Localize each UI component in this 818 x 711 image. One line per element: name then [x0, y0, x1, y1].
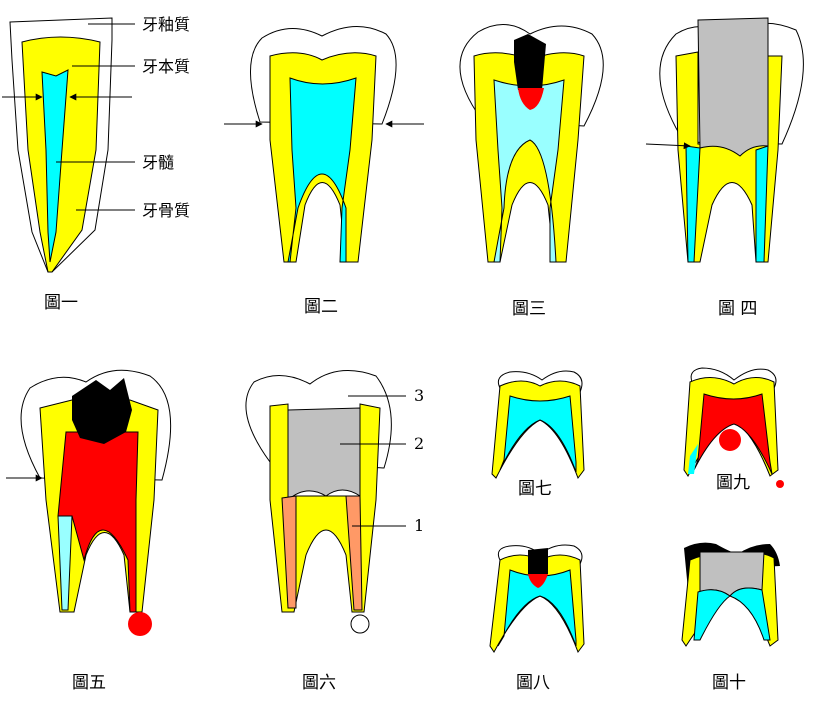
figure-1-tooth [9, 17, 113, 273]
captions: 圖一 圖二 圖三 圖 四 圖五 圖六 圖七 圖九 圖八 圖十 [44, 293, 757, 693]
infected-pulp-horn [518, 88, 544, 110]
pulp-layer [499, 395, 577, 473]
figure-10-tooth [681, 542, 780, 647]
caption-fig7: 圖七 [518, 479, 552, 499]
label-enamel: 牙釉質 [142, 15, 190, 34]
figure-2-tooth [224, 25, 424, 263]
infected-pulp-horn [528, 574, 548, 588]
caption-fig8: 圖八 [516, 673, 550, 693]
decay-cavity [72, 378, 132, 444]
pulp-layer [493, 79, 565, 263]
abscess [719, 429, 741, 451]
abscess [776, 480, 784, 488]
decay-cavity [514, 34, 546, 90]
label-cementum: 牙骨質 [142, 201, 190, 220]
caption-fig10: 圖十 [712, 673, 746, 693]
pulp-layer [497, 569, 577, 647]
healed-lesion [350, 614, 370, 634]
figure-4-tooth [645, 17, 804, 263]
figure-9-tooth [683, 367, 784, 488]
caption-fig1: 圖一 [44, 293, 78, 313]
label-dentin: 牙本質 [142, 57, 190, 76]
figure-7-tooth [491, 370, 585, 480]
infected-pulp [57, 431, 139, 613]
decay-cavity [528, 548, 548, 574]
pulp-layer [688, 444, 698, 474]
filling [697, 17, 769, 157]
arrow-right-icon [645, 142, 691, 150]
caption-fig9: 圖九 [716, 473, 750, 493]
label-1: 1 [414, 516, 424, 535]
caption-fig6: 圖六 [302, 673, 336, 693]
figure-8-tooth [489, 544, 585, 654]
figure-1-labels: 牙釉質 牙本質 牙髓 牙骨質 [2, 15, 190, 220]
infected-pulp [693, 393, 773, 475]
pulp-layer [685, 145, 769, 263]
pulp-layer [693, 587, 771, 641]
pulp-layer [287, 77, 357, 263]
root-filling [281, 495, 363, 611]
abscess [128, 612, 152, 636]
caption-fig3: 圖三 [512, 299, 546, 319]
caption-fig4: 圖 四 [718, 299, 757, 319]
label-pulp: 牙髓 [142, 153, 174, 172]
filling [287, 407, 361, 502]
figure-3-tooth [459, 24, 604, 263]
label-2: 2 [414, 434, 424, 453]
figure-5-tooth [6, 369, 172, 636]
label-3: 3 [414, 386, 424, 405]
pulp-layer [57, 515, 73, 611]
figure-6-tooth: 3 2 1 [245, 370, 424, 634]
caption-fig2: 圖二 [304, 297, 338, 317]
caption-fig5: 圖五 [72, 673, 106, 693]
pulp-layer [41, 69, 69, 263]
